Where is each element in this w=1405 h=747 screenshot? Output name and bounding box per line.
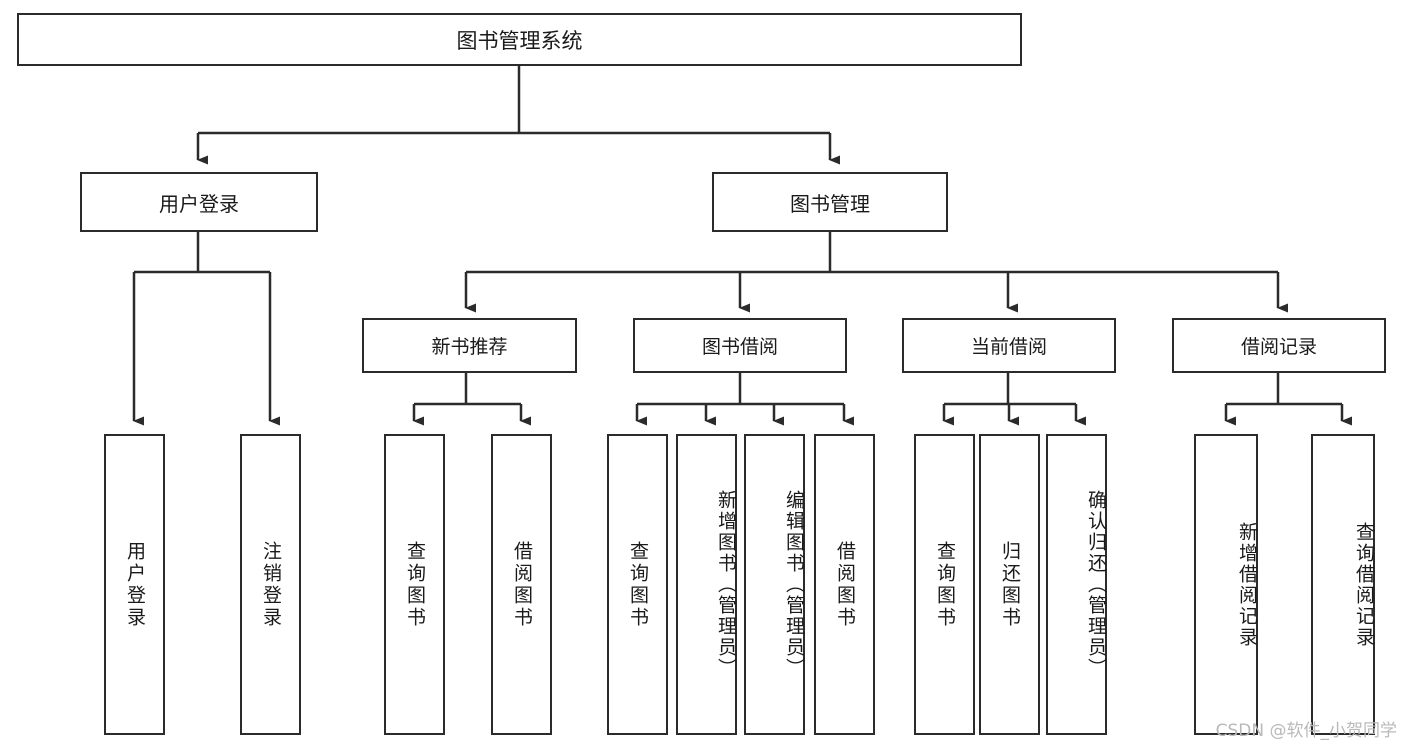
leaf-current-confirm-return-admin-label: 确认归还（管理员）: [1085, 490, 1107, 679]
node-book-management[interactable]: 图书管理: [712, 172, 948, 232]
node-borrow-record-label: 借阅记录: [1240, 336, 1317, 358]
leaf-current-confirm-return-admin[interactable]: 确认归还（管理员）: [1046, 434, 1107, 735]
leaf-user-login-signin-label: 用户登录: [124, 540, 146, 629]
node-borrow-record[interactable]: 借阅记录: [1172, 318, 1386, 373]
leaf-record-query-record-label: 查询借阅记录: [1353, 521, 1375, 648]
node-current-borrow[interactable]: 当前借阅: [902, 318, 1116, 373]
leaf-new-book-borrow[interactable]: 借阅图书: [491, 434, 552, 735]
leaf-current-query-book[interactable]: 查询图书: [914, 434, 975, 735]
node-current-borrow-label: 当前借阅: [970, 336, 1047, 358]
node-root-label: 图书管理系统: [456, 28, 583, 53]
node-book-borrow-label: 图书借阅: [701, 336, 778, 358]
leaf-record-add-record-label: 新增借阅记录: [1236, 521, 1258, 648]
node-book-borrow[interactable]: 图书借阅: [633, 318, 847, 373]
leaf-borrow-borrow-book-label: 借阅图书: [834, 540, 856, 629]
leaf-borrow-edit-book-admin-label: 编辑图书（管理员）: [783, 490, 805, 679]
leaf-current-query-book-label: 查询图书: [934, 540, 956, 629]
leaf-current-return-book[interactable]: 归还图书: [979, 434, 1040, 735]
csdn-watermark: CSDN @软件_小贺同学: [1215, 721, 1397, 741]
leaf-borrow-add-book-admin-label: 新增图书（管理员）: [715, 490, 737, 679]
leaf-borrow-edit-book-admin[interactable]: 编辑图书（管理员）: [744, 434, 805, 735]
leaf-borrow-add-book-admin[interactable]: 新增图书（管理员）: [676, 434, 737, 735]
node-new-book-recommend-label: 新书推荐: [431, 336, 508, 358]
leaf-borrow-query-book[interactable]: 查询图书: [607, 434, 668, 735]
leaf-user-login-signout-label: 注销登录: [260, 540, 282, 629]
leaf-record-query-record[interactable]: 查询借阅记录: [1311, 434, 1375, 735]
leaf-user-login-signout[interactable]: 注销登录: [240, 434, 301, 735]
node-user-login[interactable]: 用户登录: [80, 172, 318, 232]
node-root[interactable]: 图书管理系统: [17, 13, 1022, 66]
leaf-user-login-signin[interactable]: 用户登录: [104, 434, 165, 735]
node-book-management-label: 图书管理: [790, 191, 870, 216]
leaf-current-return-book-label: 归还图书: [999, 540, 1021, 629]
leaf-borrow-borrow-book[interactable]: 借阅图书: [814, 434, 875, 735]
leaf-borrow-query-book-label: 查询图书: [627, 540, 649, 629]
leaf-new-book-query[interactable]: 查询图书: [384, 434, 445, 735]
node-user-login-label: 用户登录: [159, 191, 239, 216]
leaf-new-book-borrow-label: 借阅图书: [511, 540, 533, 629]
leaf-new-book-query-label: 查询图书: [404, 540, 426, 629]
leaf-record-add-record[interactable]: 新增借阅记录: [1194, 434, 1258, 735]
node-new-book-recommend[interactable]: 新书推荐: [362, 318, 577, 373]
